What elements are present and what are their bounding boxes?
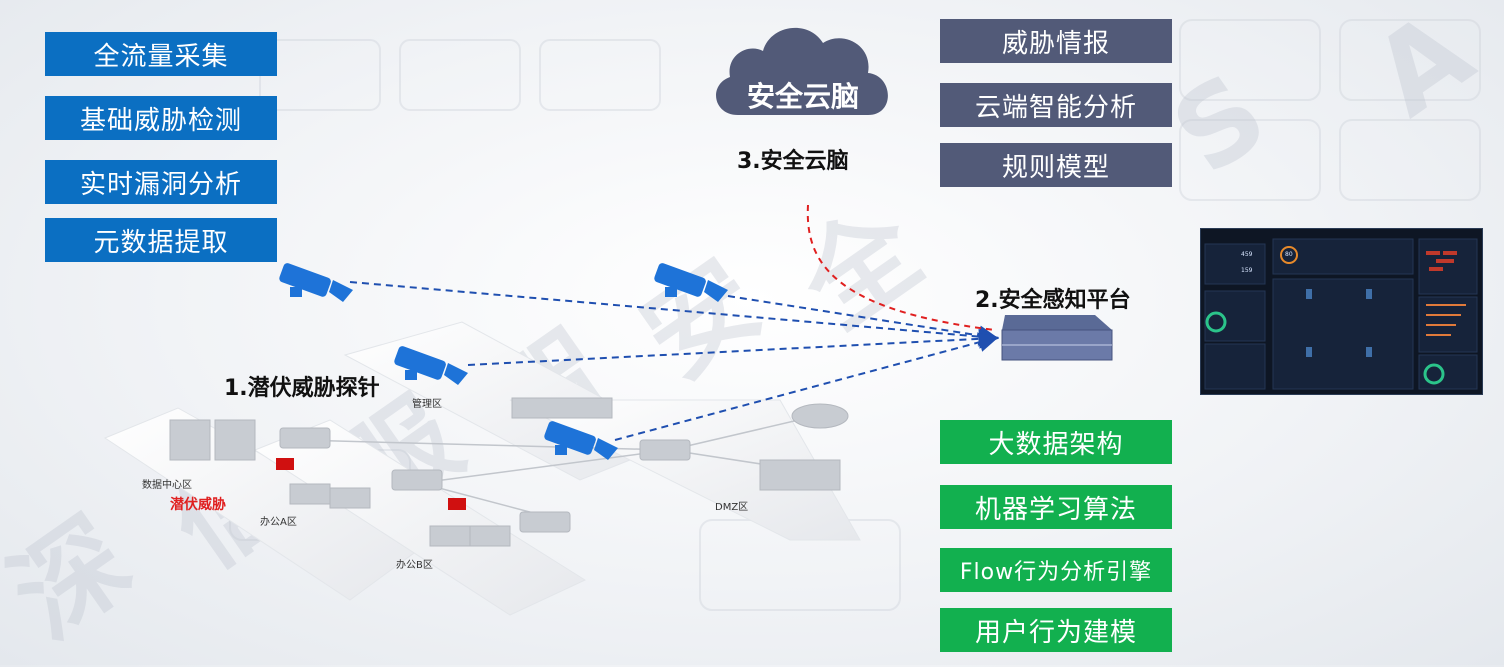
- zone-dmz: [509, 399, 861, 541]
- security-cloud: 安全云脑: [708, 15, 898, 125]
- feature-threat-intel: 威胁情报: [940, 19, 1172, 63]
- platform-title: 2.安全感知平台: [975, 288, 1131, 313]
- cloud-title: 安全云脑: [746, 80, 859, 113]
- feature-flow-engine: Flow行为分析引擎: [940, 548, 1172, 592]
- feature-machine-learning: 机器学习算法: [940, 485, 1172, 529]
- feature-vuln-analysis: 实时漏洞分析: [45, 160, 277, 204]
- zone-label-datacenter: 数据中心区: [142, 480, 192, 491]
- dashboard-graphic: [1204, 238, 1478, 390]
- cloud-icon: [716, 27, 888, 115]
- zone-label-office-a: 办公A区: [260, 517, 297, 528]
- cloud-caption: 3.安全云脑: [737, 149, 849, 174]
- feature-big-data: 大数据架构: [940, 420, 1172, 464]
- dashboard-screenshot: 459 159 80: [1200, 228, 1483, 395]
- dashboard-stat-1: 459: [1241, 251, 1253, 258]
- feature-cloud-analysis: 云端智能分析: [940, 83, 1172, 127]
- zone-label-mgmt: 管理区: [412, 399, 442, 410]
- feature-full-traffic: 全流量采集: [45, 32, 277, 76]
- probe-title: 1.潜伏威胁探针: [224, 376, 380, 401]
- dashboard-stat-2: 159: [1241, 267, 1253, 274]
- feature-user-modeling: 用户行为建模: [940, 608, 1172, 652]
- platform-device: [1001, 315, 1113, 361]
- feature-rule-model: 规则模型: [940, 143, 1172, 187]
- zone-label-office-b: 办公B区: [396, 560, 433, 571]
- zone-label-dmz: DMZ区: [715, 502, 749, 513]
- dashboard-score: 80: [1285, 251, 1293, 258]
- feature-metadata: 元数据提取: [45, 218, 277, 262]
- feature-threat-detection: 基础威胁检测: [45, 96, 277, 140]
- threat-label: 潜伏威胁: [170, 497, 226, 513]
